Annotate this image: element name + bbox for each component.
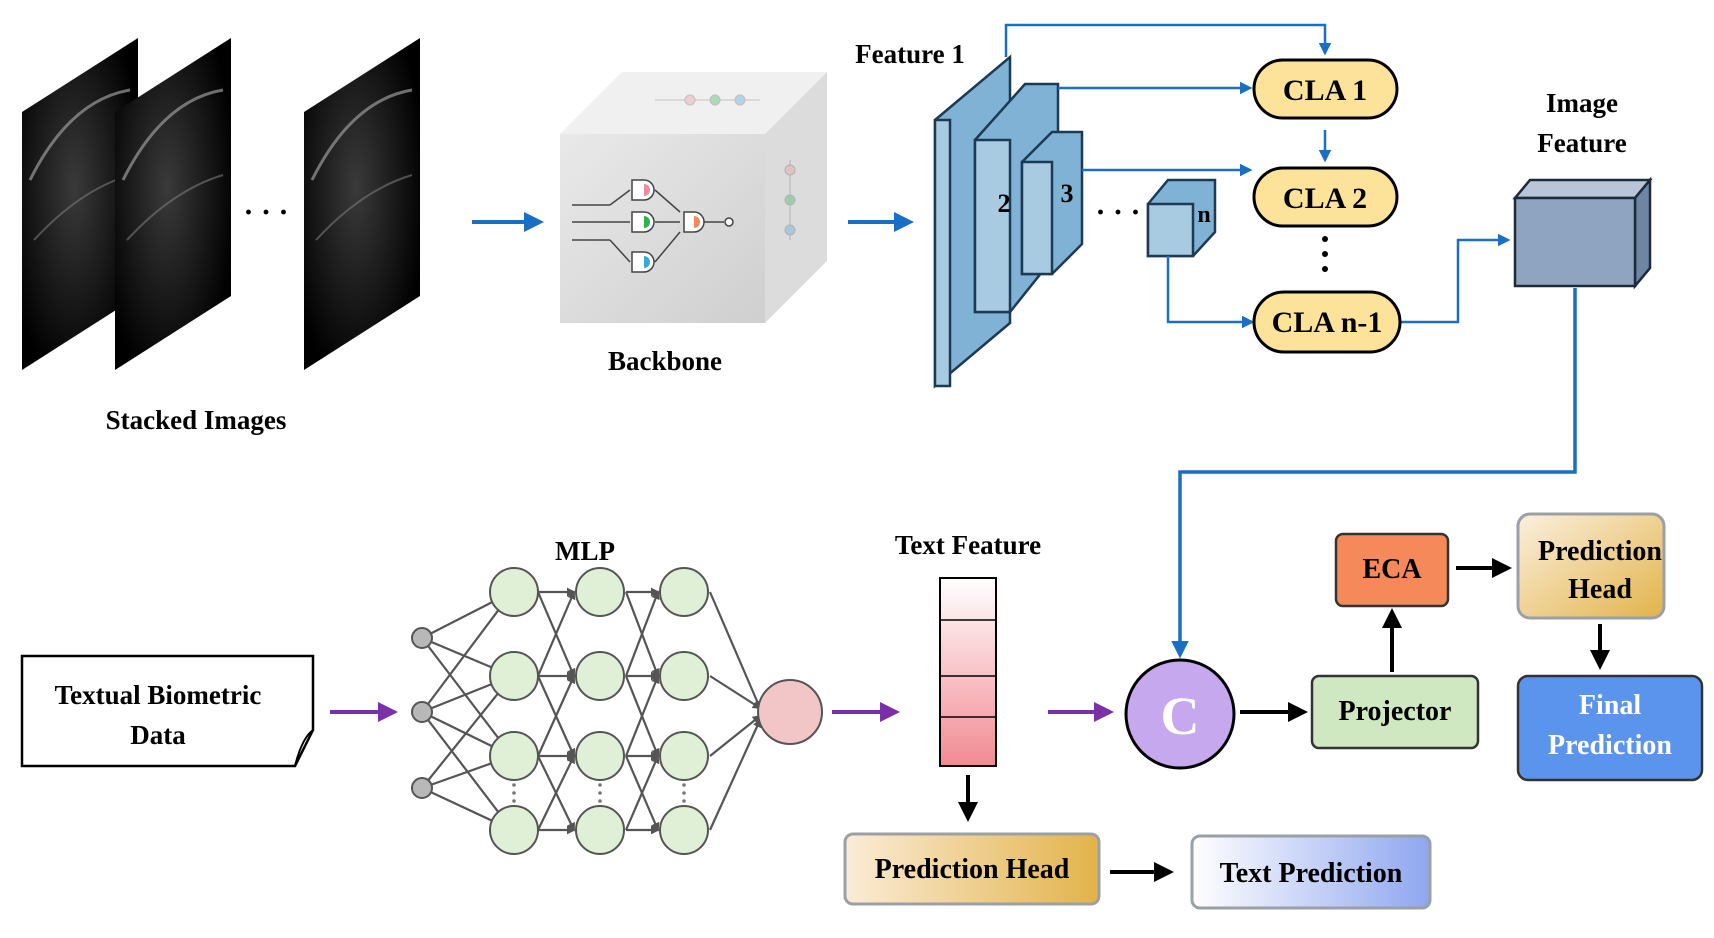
feature-ellipsis: · · ·: [1095, 196, 1140, 229]
cla-2-label: CLA 2: [1283, 182, 1367, 215]
circuit-icon-faded-side: [784, 160, 796, 240]
prediction-head-bottom: Prediction Head: [843, 832, 1101, 906]
feature-block-n-label: n: [1197, 202, 1210, 228]
stacked-images: · · · Stacked Images: [22, 38, 420, 435]
feature-block-2-label: 2: [998, 189, 1011, 218]
cla-1-block: CLA 1: [1252, 58, 1399, 120]
cla-dots: [1322, 236, 1328, 272]
oct-scan-image-3: [304, 38, 420, 370]
eca: ECA: [1334, 532, 1450, 608]
textual-data-label-2: Data: [130, 720, 186, 750]
feature-to-cla-connectors: [1004, 23, 1511, 329]
cube-front-face: [560, 134, 765, 323]
cla-2-block: CLA 2: [1252, 166, 1399, 228]
cube-side-face: [765, 72, 827, 323]
projector-label: Projector: [1339, 696, 1452, 727]
final-prediction-label-2: Prediction: [1548, 730, 1672, 761]
circuit-icon-faded-top: [655, 94, 760, 106]
final-prediction: Final Prediction: [1516, 674, 1704, 782]
mlp-dots: [512, 783, 686, 803]
mlp-hidden-nodes: [489, 567, 709, 855]
image-feature: Image Feature: [1512, 88, 1653, 290]
backbone-cube: Backbone: [560, 72, 827, 376]
feature-1-label: Feature 1: [855, 39, 965, 69]
mlp-network: MLP: [411, 536, 823, 855]
feature-pyramid: Feature 1 2 3 · · · n: [855, 39, 1217, 389]
cube-top-face: [560, 72, 827, 134]
arrow-image-feature-to-concat: [1171, 288, 1577, 659]
prediction-head-right-label-1: Prediction: [1538, 536, 1662, 567]
cla-n-1-label: CLA n-1: [1272, 306, 1383, 339]
mlp-output-node: [757, 679, 823, 745]
stacked-images-label: Stacked Images: [106, 405, 287, 435]
mlp-input-nodes: [411, 627, 433, 799]
text-prediction: Text Prediction: [1190, 834, 1432, 910]
text-feature: Text Feature: [895, 530, 1041, 767]
prediction-head-right: Prediction Head: [1516, 512, 1666, 620]
feature-block-3-label: 3: [1061, 179, 1074, 208]
eca-label: ECA: [1362, 554, 1422, 585]
text-prediction-label: Text Prediction: [1220, 858, 1403, 889]
image-feature-label-2: Feature: [1537, 128, 1626, 158]
projector: Projector: [1310, 674, 1480, 750]
images-ellipsis: · · ·: [243, 196, 288, 229]
textual-data-label-1: Textual Biometric: [55, 680, 262, 710]
cla-n-1-block: CLA n-1: [1252, 290, 1402, 354]
image-feature-label-1: Image: [1546, 88, 1618, 118]
oct-scan-image-1: [22, 38, 138, 370]
prediction-head-right-label-2: Head: [1568, 574, 1632, 605]
concat-label: C: [1161, 686, 1200, 746]
text-feature-label: Text Feature: [895, 530, 1041, 560]
textual-biometric-data: Textual Biometric Data: [20, 654, 315, 768]
prediction-head-bottom-label: Prediction Head: [875, 854, 1070, 885]
oct-scan-image-2: [115, 38, 231, 370]
circuit-icon: [572, 179, 734, 273]
concat-node: C: [1124, 658, 1236, 770]
feature-block-3: 3: [1020, 130, 1084, 276]
backbone-label: Backbone: [608, 346, 722, 376]
mlp-label: MLP: [555, 536, 615, 566]
cla-1-label: CLA 1: [1283, 74, 1367, 107]
final-prediction-label-1: Final: [1579, 690, 1641, 721]
feature-block-n: n: [1146, 178, 1217, 258]
